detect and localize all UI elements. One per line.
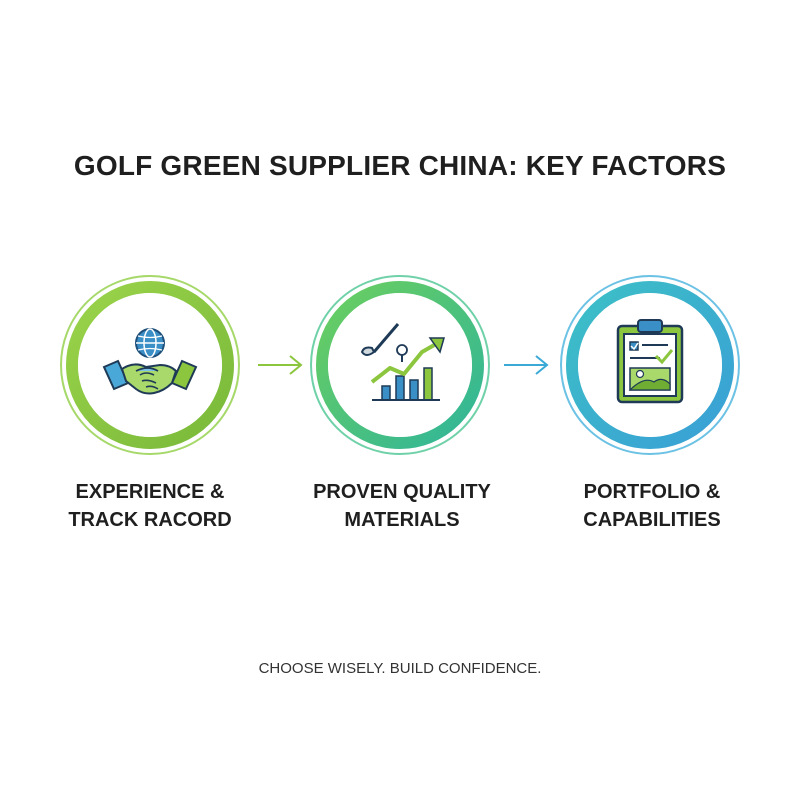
step-label-line: PROVEN QUALITY xyxy=(313,481,491,503)
golf-growth-chart-icon xyxy=(360,323,445,401)
step-ring xyxy=(60,275,240,455)
step-label-line: PORTFOLIO & xyxy=(583,481,721,503)
step-portfolio xyxy=(550,270,750,460)
step-quality xyxy=(300,270,500,460)
step-label-line: EXPERIENCE & xyxy=(75,481,225,503)
handshake-globe-icon xyxy=(102,328,198,395)
step-label-quality: PROVEN QUALITY MATERIALS xyxy=(282,478,522,534)
step-label-line: CAPABILITIES xyxy=(583,509,721,531)
page-title: GOLF GREEN SUPPLIER CHINA: KEY FACTORS xyxy=(73,150,727,181)
clipboard-checklist-icon xyxy=(616,319,684,404)
step-experience xyxy=(50,270,250,460)
arrow-right-icon xyxy=(504,355,549,375)
step-label-line: MATERIALS xyxy=(344,509,460,531)
step-label-line: TRACK RACORD xyxy=(68,509,232,531)
step-label-experience: EXPERIENCE & TRACK RACORD xyxy=(30,478,270,534)
arrow-right-icon xyxy=(258,355,303,375)
step-label-portfolio: PORTFOLIO & CAPABILITIES xyxy=(532,478,772,534)
tagline: CHOOSE WISELY. BUILD CONFIDENCE. xyxy=(258,660,542,677)
